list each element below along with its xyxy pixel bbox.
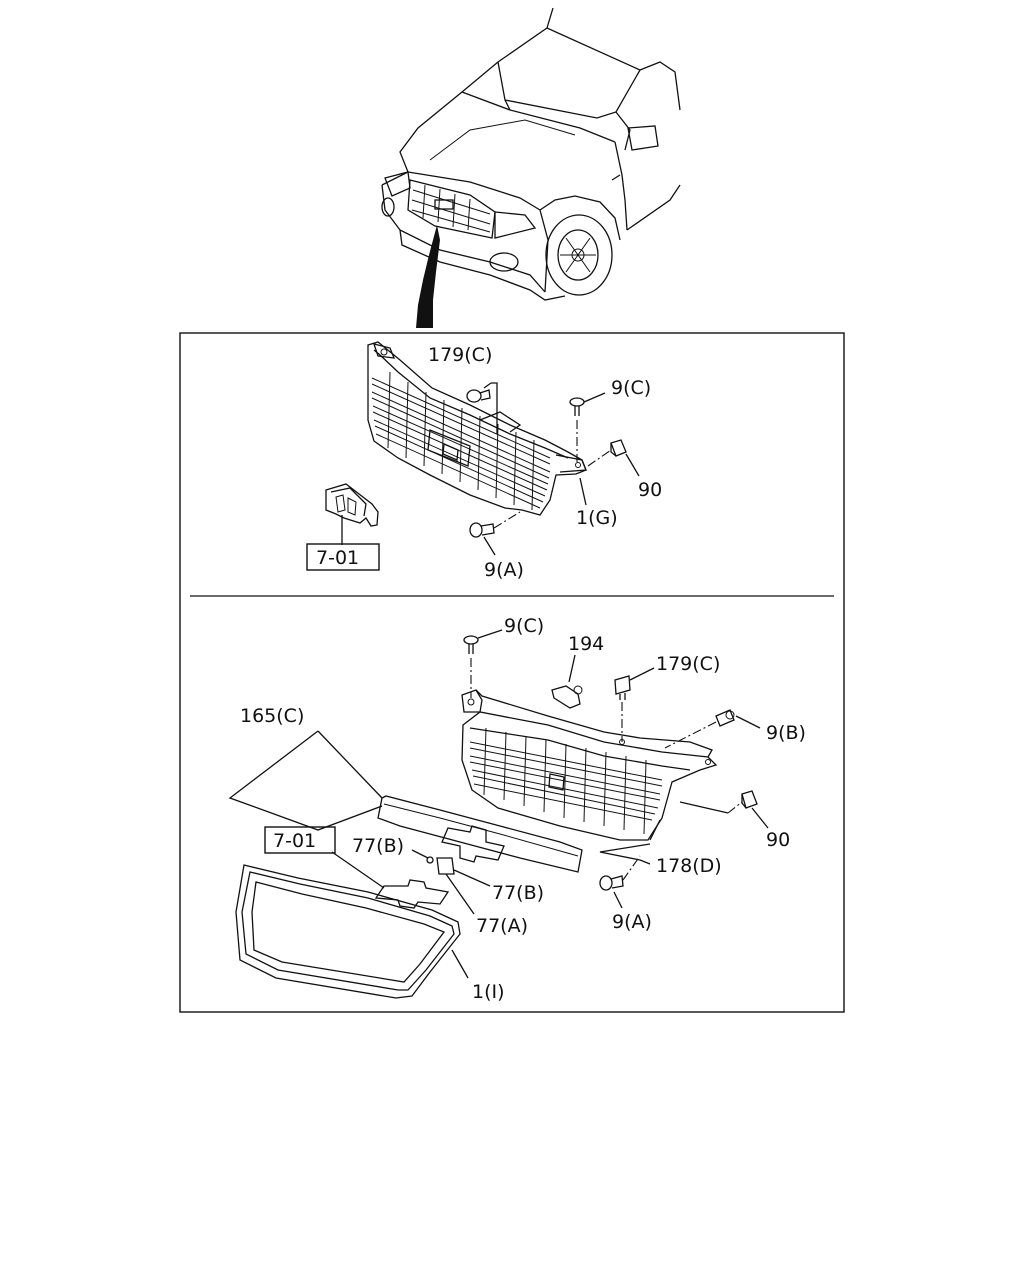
grille-1g-illustration bbox=[367, 341, 587, 516]
label-1i: 1(I) bbox=[472, 981, 505, 1003]
label-179c-lower: 179(C) bbox=[656, 653, 720, 675]
screw-9b-lower bbox=[715, 709, 735, 727]
clip-77a-illustration bbox=[436, 857, 455, 875]
label-9b-lower: 9(B) bbox=[766, 722, 806, 744]
clip-179c-lower bbox=[614, 675, 631, 700]
gmc-emblem-icon bbox=[325, 483, 379, 527]
nut-90-upper bbox=[610, 439, 627, 457]
screw-9c-lower bbox=[463, 635, 479, 654]
label-178d: 178(D) bbox=[656, 855, 722, 877]
screw-9a-lower bbox=[599, 875, 624, 891]
nut-90-lower bbox=[741, 790, 758, 809]
label-9c-upper: 9(C) bbox=[611, 377, 651, 399]
label-9a-upper: 9(A) bbox=[484, 559, 524, 581]
label-179c-upper: 179(C) bbox=[428, 344, 492, 366]
label-90-upper: 90 bbox=[638, 479, 662, 501]
emblem-ref-box-upper bbox=[306, 543, 380, 571]
diagram-frame bbox=[179, 332, 845, 1013]
label-9a-lower: 9(A) bbox=[612, 911, 652, 933]
chevrolet-emblem-icon bbox=[374, 879, 450, 909]
label-90-lower: 90 bbox=[766, 829, 790, 851]
label-emblem-ref-lower: 7-01 bbox=[273, 830, 316, 852]
grille-assembly-illustration bbox=[461, 689, 718, 841]
label-1g: 1(G) bbox=[576, 507, 618, 529]
emblem-ref-box-lower bbox=[264, 826, 336, 854]
screw-9c-upper bbox=[569, 397, 585, 416]
surround-1i-illustration bbox=[235, 864, 461, 999]
label-emblem-ref-upper: 7-01 bbox=[316, 547, 359, 569]
clip-77b-top-illustration bbox=[426, 856, 434, 864]
label-77b-bottom: 77(B) bbox=[492, 882, 544, 904]
molding-165c-illustration bbox=[377, 795, 583, 873]
vehicle-illustration bbox=[381, 7, 681, 328]
screw-9a-upper bbox=[469, 522, 495, 538]
label-77a: 77(A) bbox=[476, 915, 528, 937]
label-9c-lower: 9(C) bbox=[504, 615, 544, 637]
label-165c: 165(C) bbox=[240, 705, 304, 727]
label-77b-top: 77(B) bbox=[352, 835, 404, 857]
bracket-194-illustration bbox=[551, 685, 583, 709]
clip-179c-upper bbox=[466, 389, 491, 403]
label-194: 194 bbox=[568, 633, 604, 655]
